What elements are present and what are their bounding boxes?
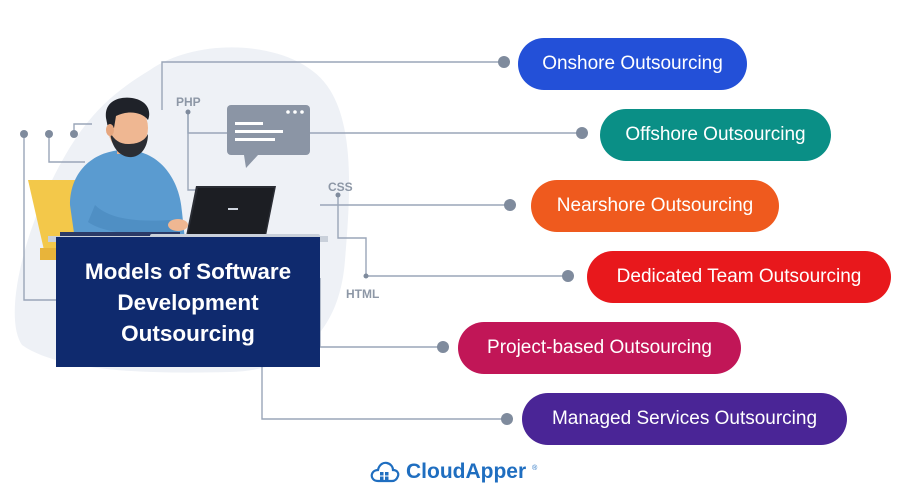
model-nearshore-outsourcing: Nearshore Outsourcing <box>531 180 779 232</box>
css-label: CSS <box>328 180 353 194</box>
connector-php <box>187 112 198 191</box>
model-onshore-outsourcing: Onshore Outsourcing <box>518 38 747 90</box>
connector-managed <box>261 367 507 420</box>
model-offshore-outsourcing: Offshore Outsourcing <box>600 109 831 161</box>
model-dedicated-team-outsourcing: Dedicated Team Outsourcing <box>587 251 891 303</box>
connector-project <box>319 278 443 348</box>
html-label: HTML <box>346 287 380 301</box>
model-managed-services-outsourcing: Managed Services Outsourcing <box>522 393 847 445</box>
php-label: PHP <box>176 95 201 109</box>
registered-mark: ® <box>532 464 538 472</box>
brand-name: CloudApper <box>406 460 527 483</box>
connector-dots <box>20 56 588 425</box>
connector-dedicated <box>337 195 568 277</box>
cloudapper-logo-icon <box>370 461 400 483</box>
connector-lines <box>23 61 582 420</box>
diagram-title: Models of Software Development Outsourci… <box>56 237 320 367</box>
connector-left-mid <box>48 136 85 163</box>
model-project-based-outsourcing: Project-based Outsourcing <box>458 322 741 374</box>
code-window-icon <box>227 105 310 168</box>
connector-left-outer <box>23 136 58 301</box>
connector-onshore <box>161 61 504 110</box>
brand-logo: CloudApper ® <box>370 456 537 488</box>
